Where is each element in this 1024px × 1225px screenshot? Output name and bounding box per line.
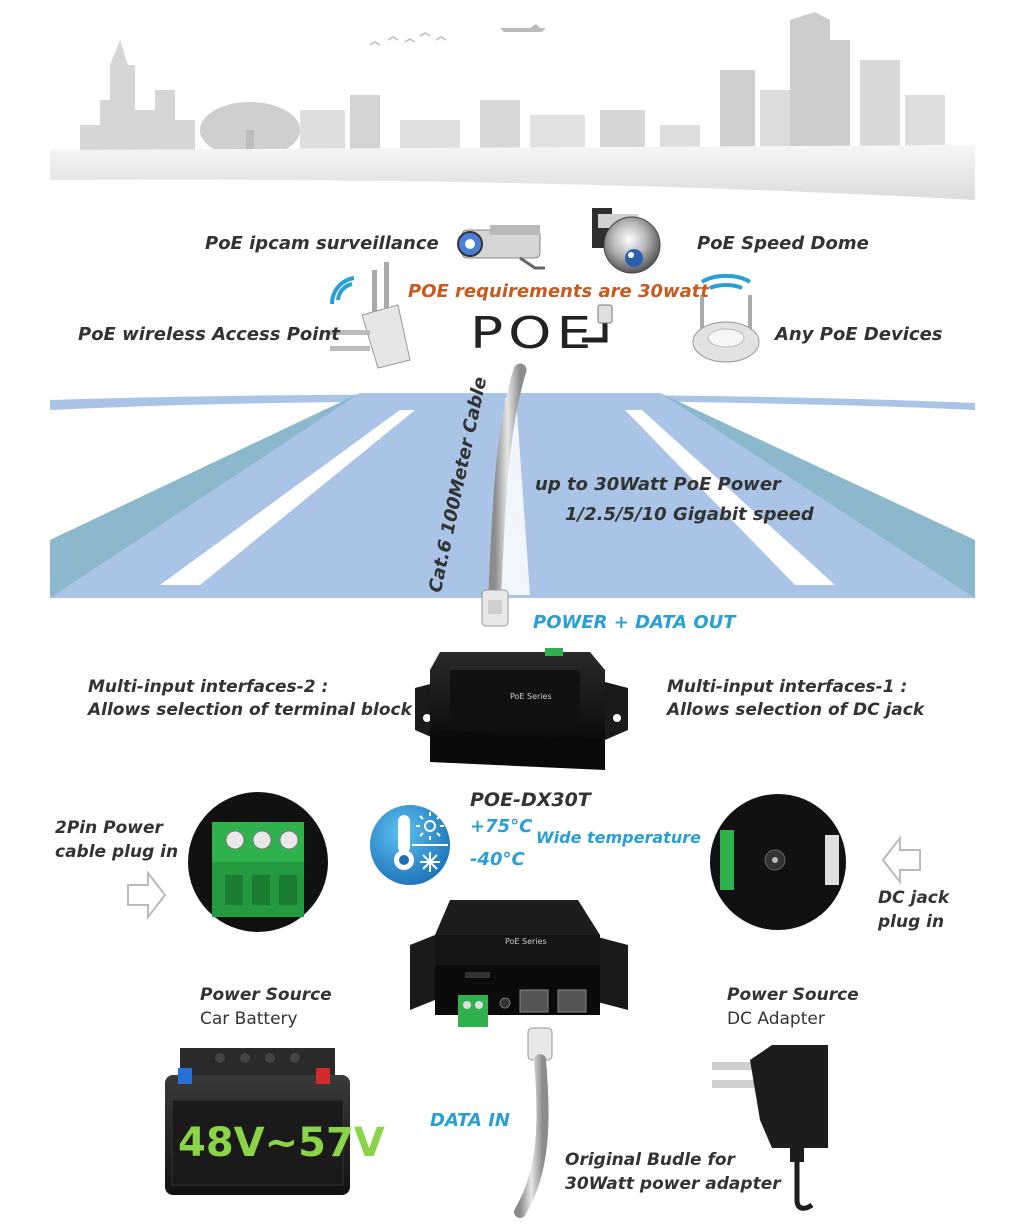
power-source-right-sub: DC Adapter [727, 1009, 825, 1029]
multi-input-1-line2: Allows selection of DC jack [667, 700, 925, 720]
temp-low-label: -40°C [470, 849, 525, 870]
terminal-block-icon [188, 792, 328, 932]
rj45-plug-icon [481, 589, 509, 627]
multi-input-1-line1: Multi-input interfaces-1 : [667, 677, 908, 697]
bundle-line2: 30Watt power adapter [565, 1174, 781, 1194]
arrow-left-icon [881, 835, 921, 885]
city-skyline-icon [50, 12, 975, 200]
speed-dome-label: PoE Speed Dome [697, 233, 869, 254]
bundle-line1: Original Budle for [565, 1150, 735, 1170]
poe-requirement-label: POE requirements are 30watt [408, 281, 709, 302]
device-brand-top: PoE Series [510, 692, 552, 701]
dc-adapter-icon [712, 1045, 828, 1211]
snowflake-icon [420, 852, 440, 872]
arrow-right-icon [127, 870, 167, 920]
poe-logo: POE [470, 308, 597, 359]
temp-high-label: +75°C [470, 816, 533, 837]
power-data-out-label: POWER + DATA OUT [533, 612, 736, 633]
power-spec-line1: up to 30Watt PoE Power [535, 474, 781, 495]
rj45-plug-icon [582, 304, 613, 343]
car-battery-icon [165, 1048, 350, 1195]
wifi-icon [329, 276, 355, 305]
ip-camera-icon [457, 225, 545, 270]
wifi-icon [700, 273, 752, 290]
dc-jack-icon [710, 794, 846, 930]
ipcam-label: PoE ipcam surveillance [205, 233, 439, 254]
power-spec-line2: 1/2.5/5/10 Gigabit speed [565, 504, 814, 525]
bird-flock-icon [369, 32, 447, 46]
any-devices-label: Any PoE Devices [775, 324, 943, 345]
ethernet-cable [514, 1054, 549, 1218]
dc-jack-line1: DC jack [878, 888, 950, 908]
poe-device-icon [692, 295, 760, 363]
wide-temp-label: Wide temperature [536, 828, 701, 847]
multi-input-2-line1: Multi-input interfaces-2 : [88, 677, 329, 697]
pin-power-line2: cable plug in [55, 842, 179, 862]
poe-device-bottom [410, 900, 628, 1027]
power-source-left-sub: Car Battery [200, 1009, 298, 1029]
device-brand-bottom: PoE Series [505, 937, 547, 946]
power-source-left-title: Power Source [200, 985, 332, 1005]
multi-input-2-line2: Allows selection of terminal block [88, 700, 412, 720]
battery-voltage-label: 48V~57V [178, 1120, 385, 1166]
pin-power-line1: 2Pin Power [55, 818, 163, 838]
sun-icon [416, 812, 444, 840]
airplane-icon [500, 24, 546, 32]
thermometer-icon [366, 801, 454, 889]
dc-jack-line2: plug in [878, 912, 945, 932]
ethernet-cable [488, 363, 527, 597]
speed-dome-icon [592, 208, 661, 274]
power-source-right-title: Power Source [727, 985, 859, 1005]
model-label: POE-DX30T [470, 789, 591, 811]
access-point-icon [330, 262, 411, 369]
wireless-ap-label: PoE wireless Access Point [78, 324, 340, 345]
poe-device-top [415, 648, 628, 770]
data-in-label: DATA IN [430, 1110, 510, 1131]
